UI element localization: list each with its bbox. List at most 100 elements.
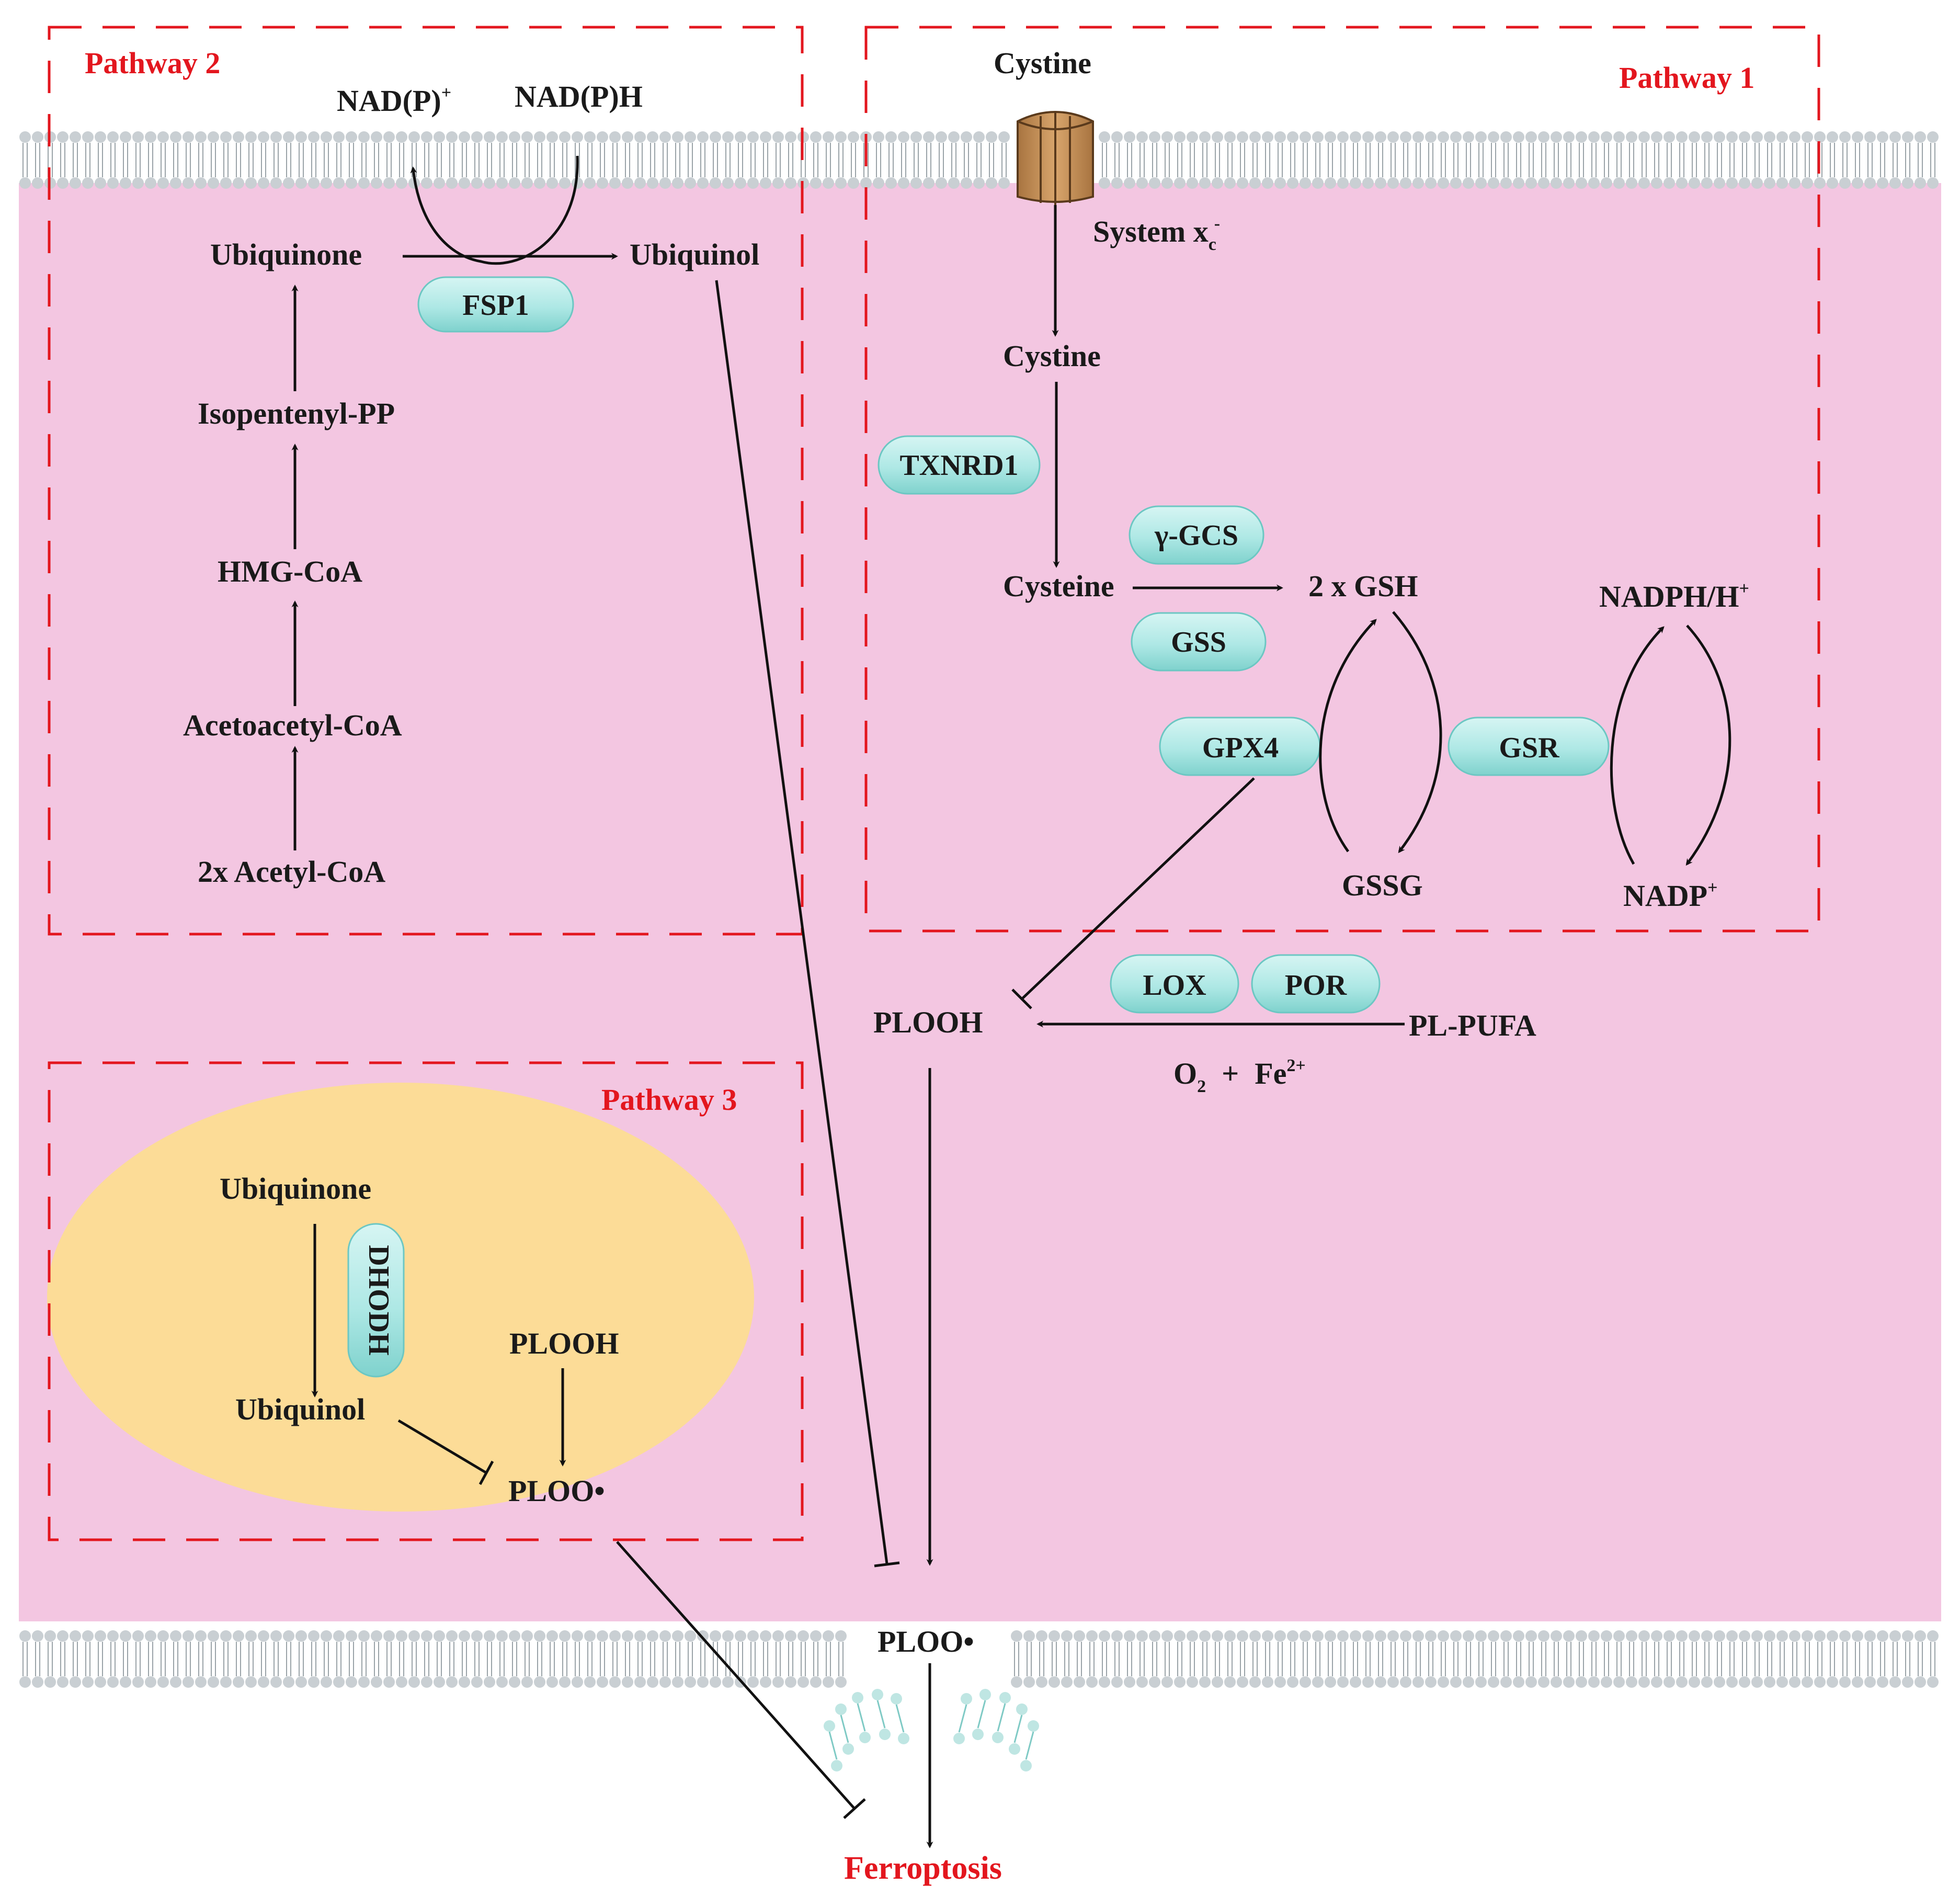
lipid-head bbox=[1776, 131, 1788, 143]
lipid-head bbox=[1425, 1676, 1437, 1688]
lipid-head bbox=[1676, 131, 1688, 143]
gpx4-label: GPX4 bbox=[1202, 732, 1279, 764]
lipid-head bbox=[1751, 131, 1763, 143]
lipid-head bbox=[1287, 1676, 1298, 1688]
lipid-head bbox=[371, 177, 382, 189]
lipid-head bbox=[208, 1630, 219, 1642]
lipid-head bbox=[998, 177, 1010, 189]
lipid-head bbox=[434, 1676, 445, 1688]
lipid-head bbox=[1212, 131, 1223, 143]
lipid-head bbox=[797, 1630, 809, 1642]
lipid-head bbox=[1877, 1676, 1888, 1688]
lipid-head bbox=[672, 1676, 683, 1688]
lipid-head bbox=[1450, 1630, 1462, 1642]
lipid-head bbox=[986, 177, 997, 189]
lipid-head bbox=[208, 131, 219, 143]
lipid-head bbox=[446, 1630, 458, 1642]
lipid-head bbox=[1588, 177, 1600, 189]
lipid-head bbox=[1161, 1630, 1173, 1642]
lipid-head bbox=[710, 1630, 721, 1642]
lipid-head bbox=[1174, 1676, 1186, 1688]
lipid-head bbox=[1124, 131, 1135, 143]
lipid-head bbox=[434, 131, 445, 143]
lipid-head bbox=[308, 177, 320, 189]
lipid-head bbox=[1300, 131, 1311, 143]
lipid-head bbox=[1802, 1630, 1813, 1642]
lipid-head bbox=[1538, 177, 1549, 189]
lipid-head bbox=[1199, 131, 1211, 143]
lipid-head bbox=[1387, 131, 1399, 143]
lipid-head bbox=[1563, 1630, 1575, 1642]
lipid-head bbox=[1249, 177, 1261, 189]
lipid-head bbox=[597, 131, 608, 143]
lipid-head bbox=[70, 1630, 81, 1642]
lipid-head bbox=[1161, 1676, 1173, 1688]
lipid-head bbox=[685, 1630, 696, 1642]
lipid-head bbox=[1764, 177, 1775, 189]
lipid-head bbox=[496, 1676, 508, 1688]
lipid-head bbox=[120, 131, 131, 143]
ubiquinol-inhibits-ploo-line bbox=[715, 280, 888, 1564]
lipid-head bbox=[1049, 1630, 1060, 1642]
lipid-head bbox=[333, 131, 345, 143]
lipid-head bbox=[948, 177, 960, 189]
lipid-head bbox=[622, 177, 633, 189]
lipid-head bbox=[1488, 177, 1499, 189]
lipid-head bbox=[1099, 1630, 1110, 1642]
lipid-head bbox=[233, 1676, 244, 1688]
lipid-head bbox=[1714, 177, 1725, 189]
lipid-head bbox=[823, 1630, 834, 1642]
lipid-head bbox=[220, 177, 232, 189]
lipid-head bbox=[584, 1630, 596, 1642]
por-enzyme: POR bbox=[1251, 954, 1381, 1014]
lipid-head bbox=[358, 1630, 370, 1642]
gpx4-inhibits-plooh-line bbox=[1021, 777, 1255, 1000]
lipid-head bbox=[1325, 1676, 1336, 1688]
lipid-head bbox=[82, 1630, 94, 1642]
lipid-head bbox=[572, 1676, 583, 1688]
lipid-head bbox=[1375, 177, 1386, 189]
lipid-head bbox=[1450, 177, 1462, 189]
lipid-head bbox=[484, 1630, 495, 1642]
lipid-head bbox=[898, 177, 909, 189]
lipid-head bbox=[459, 131, 470, 143]
lipid-head bbox=[1915, 177, 1926, 189]
gssg-to-gsh-arrow bbox=[1319, 619, 1377, 853]
lipid-head bbox=[1149, 131, 1160, 143]
lipid-head bbox=[1262, 1630, 1273, 1642]
lipid-head bbox=[157, 1630, 169, 1642]
lipid-head bbox=[1814, 177, 1826, 189]
lipid-head bbox=[1613, 131, 1625, 143]
lipid-head bbox=[735, 131, 746, 143]
fsp1-enzyme: FSP1 bbox=[417, 276, 574, 333]
lipid-head bbox=[647, 1630, 658, 1642]
lipid-head bbox=[1902, 177, 1913, 189]
lipid-head bbox=[1638, 1630, 1650, 1642]
lipid-head bbox=[1626, 177, 1637, 189]
lipid-head bbox=[1739, 1630, 1750, 1642]
lipid-head bbox=[446, 1676, 458, 1688]
lipid-head bbox=[1136, 1630, 1148, 1642]
lipid-head bbox=[1274, 131, 1286, 143]
lipid-head bbox=[559, 1676, 571, 1688]
lipid-head bbox=[1864, 131, 1876, 143]
o2-fe-cofactors: O2+Fe2+ bbox=[1173, 1056, 1306, 1096]
lipid-head bbox=[446, 131, 458, 143]
plooh: PLOOH bbox=[873, 1005, 983, 1039]
lipid-head bbox=[245, 1630, 257, 1642]
lipid-head bbox=[1739, 1676, 1750, 1688]
lipid-head bbox=[82, 177, 94, 189]
lipid-head bbox=[471, 177, 483, 189]
lipid-head bbox=[659, 1630, 671, 1642]
lipid-head bbox=[810, 1676, 822, 1688]
lipid-head bbox=[559, 131, 571, 143]
lipid-head bbox=[923, 177, 935, 189]
nadph-label: NAD(P)H bbox=[515, 79, 643, 113]
lipid-head bbox=[546, 177, 558, 189]
lipid-head bbox=[1350, 1676, 1361, 1688]
lipid-head bbox=[1525, 131, 1537, 143]
lipid-head bbox=[1500, 1630, 1512, 1642]
lipid-head bbox=[107, 1630, 119, 1642]
lipid-head bbox=[710, 1676, 721, 1688]
lipid-head bbox=[1287, 1630, 1298, 1642]
